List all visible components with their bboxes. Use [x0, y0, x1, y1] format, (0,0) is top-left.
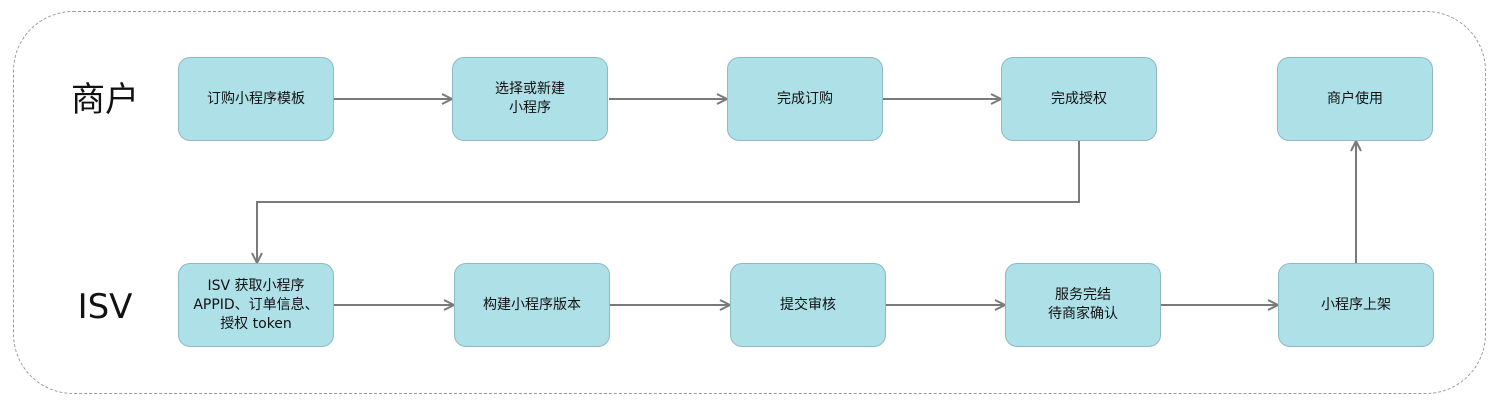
node-label: 小程序上架 — [1321, 296, 1391, 313]
node-isv-get-appid: ISV 获取小程序 APPID、订单信息、 授权 token — [178, 263, 334, 347]
arrow-m4-i1 — [257, 141, 1080, 262]
node-service-complete: 服务完结 待商家确认 — [1005, 263, 1161, 347]
node-label: 提交审核 — [780, 296, 836, 313]
node-merchant-use: 商户使用 — [1277, 57, 1433, 141]
node-complete-authorization: 完成授权 — [1001, 57, 1157, 141]
node-label: ISV 获取小程序 APPID、订单信息、 授权 token — [193, 277, 319, 332]
node-label: 完成授权 — [1051, 90, 1107, 107]
lane-label-isv: ISV — [77, 287, 133, 327]
node-label: 订购小程序模板 — [207, 90, 305, 107]
node-complete-order: 完成订购 — [727, 57, 883, 141]
node-label: 完成订购 — [777, 90, 833, 107]
node-select-or-create-miniprogram: 选择或新建 小程序 — [452, 57, 608, 141]
node-label: 服务完结 待商家确认 — [1048, 287, 1118, 322]
diagram-frame — [13, 11, 1486, 394]
node-publish: 小程序上架 — [1278, 263, 1434, 347]
node-label: 选择或新建 小程序 — [495, 81, 565, 116]
node-order-template: 订购小程序模板 — [178, 57, 334, 141]
node-submit-review: 提交审核 — [730, 263, 886, 347]
node-build-version: 构建小程序版本 — [454, 263, 610, 347]
lane-label-merchant: 商户 — [71, 80, 139, 120]
node-label: 构建小程序版本 — [483, 296, 581, 313]
node-label: 商户使用 — [1327, 90, 1383, 107]
